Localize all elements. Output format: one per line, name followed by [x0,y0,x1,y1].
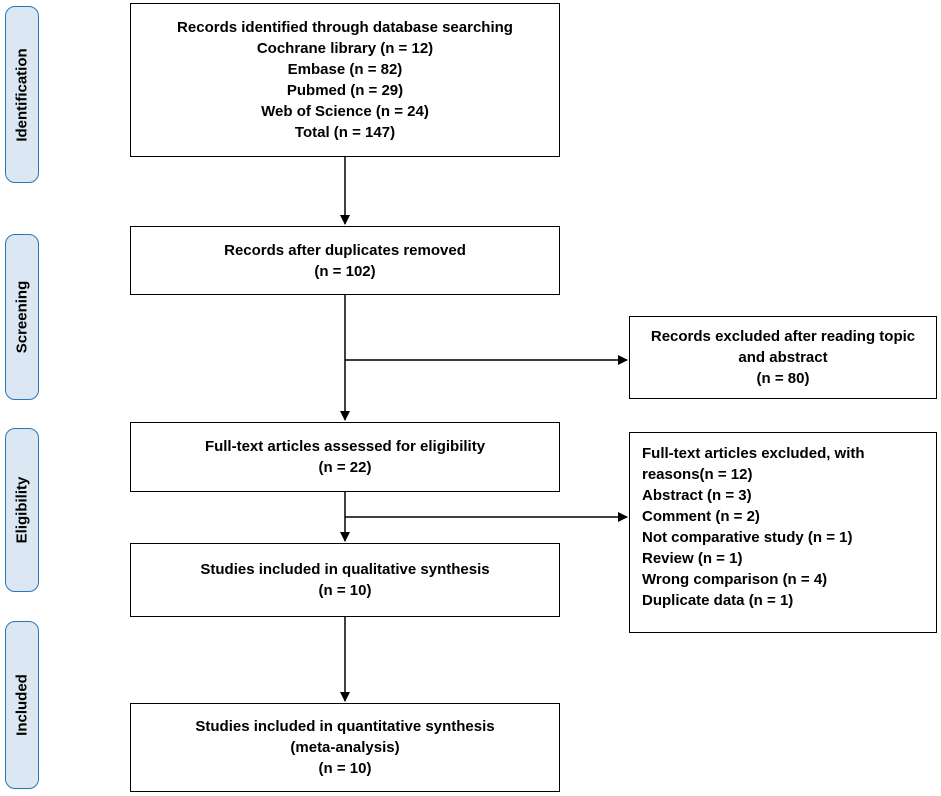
stage-screening-label: Screening [13,280,31,354]
stage-included-label: Included [13,674,31,736]
box-qualitative-synthesis: Studies included in qualitative synthesi… [130,543,560,617]
quantitative-heading: Studies included in quantitative synthes… [195,718,495,735]
stage-eligibility-label: Eligibility [13,476,31,544]
excluded-screening-line-2: and abstract [738,349,828,366]
identified-web-of-science: Web of Science (n = 24) [261,103,429,120]
quantitative-subheading: (meta-analysis) [290,739,400,756]
fulltext-excluded-wrong-comparison: Wrong comparison (n = 4) [642,571,828,588]
box-fulltext-excluded: Full-text articles excluded, with reason… [629,432,937,633]
fulltext-excluded-heading-2: reasons(n = 12) [642,466,753,483]
fulltext-excluded-heading-1: Full-text articles excluded, with [642,445,865,462]
qualitative-heading: Studies included in qualitative synthesi… [200,561,490,578]
stage-eligibility: Eligibility [5,428,39,592]
fulltext-assessed-count: (n = 22) [318,459,372,476]
fulltext-excluded-not-comparative: Not comparative study (n = 1) [642,529,853,546]
excluded-screening-count: (n = 80) [756,370,810,387]
fulltext-excluded-review: Review (n = 1) [642,550,743,567]
quantitative-count: (n = 10) [318,760,372,777]
identified-embase: Embase (n = 82) [287,61,403,78]
box-quantitative-synthesis: Studies included in quantitative synthes… [130,703,560,792]
deduplicated-count: (n = 102) [314,262,376,280]
fulltext-excluded-duplicate-data: Duplicate data (n = 1) [642,592,794,609]
identified-heading: Records identified through database sear… [177,19,513,36]
box-fulltext-assessed: Full-text articles assessed for eligibil… [130,422,560,492]
fulltext-excluded-abstract: Abstract (n = 3) [642,487,752,504]
fulltext-assessed-heading: Full-text articles assessed for eligibil… [204,438,486,455]
fulltext-excluded-comment: Comment (n = 2) [642,508,760,525]
identified-total: Total (n = 147) [294,124,396,141]
stage-identification-label: Identification [13,47,31,142]
qualitative-count: (n = 10) [318,582,372,599]
stage-included: Included [5,621,39,789]
box-records-excluded-screening: Records excluded after reading topic and… [629,316,937,399]
identified-pubmed: Pubmed (n = 29) [286,82,404,99]
excluded-screening-line-1: Records excluded after reading topic [650,328,916,345]
box-records-identified: Records identified through database sear… [130,3,560,157]
identified-cochrane: Cochrane library (n = 12) [256,40,434,57]
stage-screening: Screening [5,234,39,400]
deduplicated-heading: Records after duplicates removed [224,241,466,259]
stage-identification: Identification [5,6,39,183]
box-duplicates-removed: Records after duplicates removed (n = 10… [130,226,560,295]
